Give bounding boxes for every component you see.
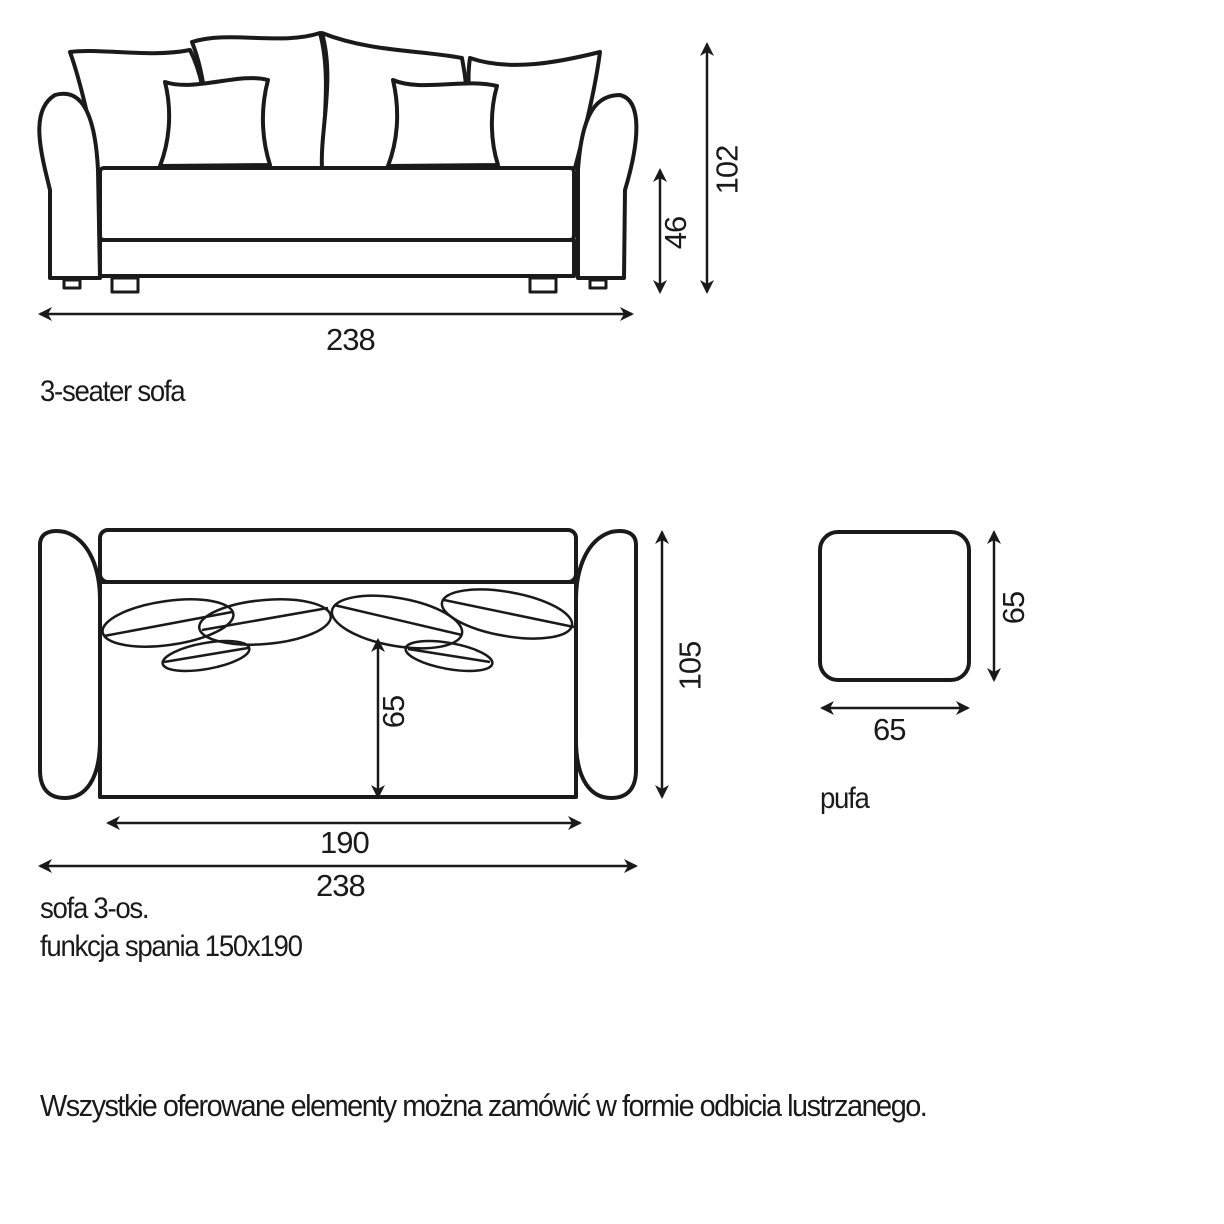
leg [62, 278, 82, 290]
pouf-dimension-lines [820, 530, 1001, 715]
front-pillow-left [158, 76, 272, 168]
arm-right-top [574, 529, 638, 800]
mirror-order-note: Wszystkie oferowane elementy można zamów… [40, 1088, 928, 1123]
sofa-top-view [38, 528, 638, 800]
backrest-top [98, 528, 578, 584]
front-pillow-right [386, 78, 500, 168]
top-total-width-label: 238 [316, 868, 366, 903]
bed-depth-label: 65 [376, 695, 412, 729]
pouf-depth-label: 65 [996, 591, 1032, 625]
top-view-caption-line1: sofa 3-os. [40, 892, 150, 925]
leg [528, 276, 558, 294]
top-pillows [101, 588, 575, 673]
seat-top [98, 580, 578, 799]
arm-right [576, 93, 639, 280]
pouf-top-view [818, 530, 971, 682]
total-depth-label: 105 [672, 641, 708, 691]
pouf-width-label: 65 [873, 712, 906, 747]
front-seat-height-label: 46 [658, 216, 694, 250]
front-width-label: 238 [326, 322, 376, 357]
arm-left-top [38, 529, 102, 800]
front-total-height-label: 102 [709, 145, 745, 195]
pouf-caption: pufa [820, 782, 870, 815]
bed-width-label: 190 [320, 825, 370, 860]
seat-cushion [98, 166, 576, 242]
sofa-base [98, 238, 576, 278]
arm-left [37, 91, 102, 280]
top-view-caption-line2: funkcja spania 150x190 [40, 930, 303, 963]
top-dimension-lines [38, 530, 669, 873]
front-dimension-lines [38, 42, 714, 321]
leg [588, 278, 608, 290]
leg [110, 276, 140, 294]
sofa-front-view [37, 31, 639, 294]
front-view-caption: 3-seater sofa [40, 375, 186, 408]
